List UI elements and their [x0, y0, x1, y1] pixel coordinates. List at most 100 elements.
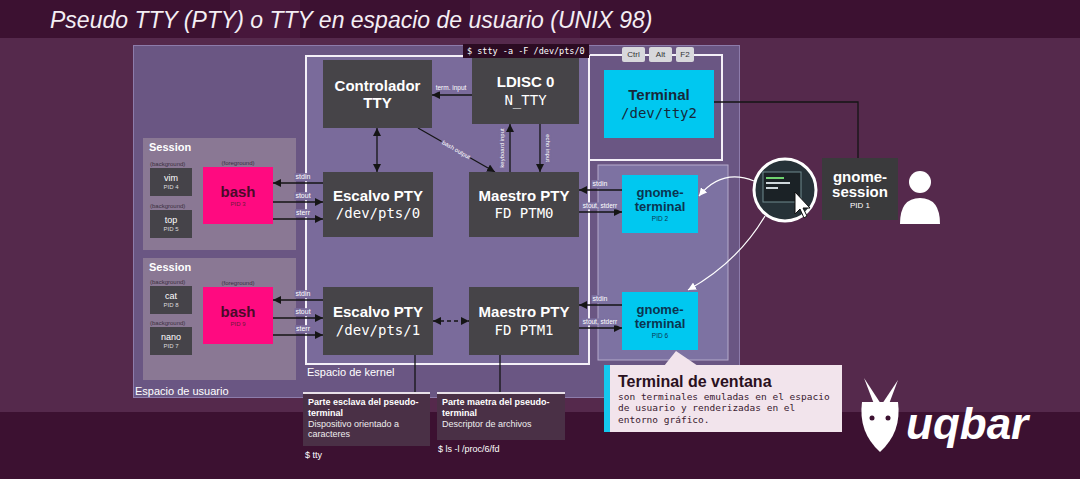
edge-label: keyboard input — [499, 127, 506, 168]
node-text: F2 — [680, 50, 689, 59]
terminal-box: Terminal/dev/tty2 — [604, 70, 714, 138]
node-text: Espacio de usuario — [135, 385, 229, 397]
node-text: Maestro PTY — [479, 303, 570, 320]
node-text: vim — [164, 174, 178, 184]
note-box: Parte maetra del pseudo-terminalDescript… — [437, 392, 565, 440]
node-text: bash — [220, 184, 255, 201]
note-box: Parte esclava del pseudo-terminalDisposi… — [303, 392, 430, 446]
node-text: PID 5 — [163, 226, 178, 232]
logo-head — [861, 402, 898, 452]
edge-label: term. input — [435, 84, 468, 91]
node-text: (background) — [150, 203, 185, 209]
shell-box: (foreground)bashPID 3 — [203, 167, 273, 224]
key-cap: Ctrl — [622, 47, 645, 62]
node-text: (background) — [150, 279, 185, 285]
process-box: (background)nanoPID 7 — [150, 327, 192, 355]
edge-label: stdin — [592, 295, 609, 303]
session-group: Session(background)vimPID 4(background)t… — [143, 138, 296, 250]
screen-line — [766, 187, 778, 189]
screen-line — [766, 177, 784, 179]
node-text: Terminal — [628, 86, 689, 103]
node-text: PID 8 — [163, 302, 178, 308]
node-text: Espacio de kernel — [307, 366, 394, 378]
pty-master-box: Maestro PTYFD PTM0 — [469, 172, 579, 237]
node-text: Terminal de ventana — [618, 372, 772, 391]
node-text: gnome-terminal — [625, 303, 695, 330]
node-text: Dispositivo orientado a caracteres — [308, 419, 425, 441]
node-text: gnome-terminal — [625, 186, 695, 213]
pty-slave-box: Escalvo PTY/dev/pts/1 — [323, 287, 433, 355]
command-text: $ ls -l /proc/6/fd — [438, 444, 500, 454]
mouse-cursor — [795, 192, 810, 218]
process-box: (background)catPID 8 — [150, 286, 192, 314]
node-text: PID 7 — [163, 343, 178, 349]
key-cap: F2 — [676, 47, 694, 62]
node-text: (background) — [150, 320, 185, 326]
node-text: FD PTM0 — [494, 204, 553, 222]
user-space-region: Espacio de usuarioSession(background)vim… — [133, 45, 740, 398]
edge-label: echo input — [545, 133, 552, 163]
node-text: PID 6 — [652, 332, 668, 339]
node-text: nano — [161, 333, 181, 343]
logo-ear — [864, 378, 881, 404]
kernel-space-region: Espacio de kernelControlador TTYLDISC 0N… — [305, 55, 590, 365]
process-box: (background)vimPID 4 — [150, 168, 192, 196]
edge-label: stout — [294, 308, 311, 316]
node-text: /dev/tty2 — [621, 104, 697, 122]
node-text: /dev/pts/1 — [336, 321, 420, 339]
logo-ear — [882, 380, 898, 404]
terminal-emulator-box: gnome-terminalPID 6 — [622, 292, 698, 350]
node-text: FD PTM1 — [494, 321, 553, 339]
node-text: Controlador TTY — [327, 77, 428, 112]
screen-icon — [754, 159, 816, 221]
user-icon-head — [909, 171, 931, 193]
node-text: bash — [220, 304, 255, 321]
edge-label: stdin — [295, 290, 312, 298]
node-text: N_TTY — [504, 91, 546, 109]
node-text: Escalvo PTY — [333, 303, 423, 320]
pty-slave-box: Escalvo PTY/dev/pts/0 — [323, 172, 433, 237]
session-process-box: gnome-sessionPID 1 — [822, 158, 898, 220]
key-cap: Alt — [649, 47, 672, 62]
logo-eye — [886, 416, 891, 421]
process-box: (background)topPID 5 — [150, 210, 192, 238]
edge-label: stout — [294, 192, 311, 200]
node-text: PID 1 — [850, 201, 870, 210]
node-text: son terminales emuladas en el espacio de… — [618, 391, 834, 425]
node-text: Session — [149, 141, 191, 153]
node-text: PID 3 — [230, 201, 245, 207]
command-text: $ tty — [305, 450, 322, 460]
diagram-title: Pseudo TTY (PTY) o TTY en espacio de usu… — [50, 7, 653, 34]
node-text: PID 4 — [163, 184, 178, 190]
edge-label: sterr — [295, 325, 311, 333]
command-tag: $ stty -a -F /dev/pts/0 — [463, 44, 589, 58]
node-text: PID 2 — [652, 215, 668, 222]
node-text: /dev/pts/0 — [336, 204, 420, 222]
node-text: PID 9 — [230, 321, 245, 327]
pty-master-box: Maestro PTYFD PTM1 — [469, 287, 579, 355]
terminal-emulator-box: gnome-terminalPID 2 — [622, 175, 698, 233]
edge-label: stdin — [592, 180, 609, 188]
node-text: cat — [165, 292, 177, 302]
line-discipline-box: LDISC 0N_TTY — [472, 58, 579, 124]
node-text: top — [165, 216, 178, 226]
edge-label: stdin — [295, 173, 312, 181]
driver-box: Controlador TTY — [323, 60, 432, 128]
node-text: (foreground) — [221, 280, 254, 286]
node-text: Alt — [656, 50, 665, 59]
node-text: gnome-session — [825, 169, 895, 199]
node-text: Escalvo PTY — [333, 187, 423, 204]
screen-window — [763, 172, 801, 202]
node-text: Descriptor de archivos — [442, 419, 532, 430]
watermark: uqbar — [906, 402, 1028, 446]
session-group: Session(background)catPID 8(background)n… — [143, 258, 296, 380]
logo-eye — [870, 416, 875, 421]
node-text: Ctrl — [627, 50, 639, 59]
node-text: Session — [149, 261, 191, 273]
node-text: Maestro PTY — [479, 187, 570, 204]
edge-label: stout, stderr — [582, 318, 618, 325]
node-text: LDISC 0 — [497, 73, 555, 90]
node-text: (background) — [150, 161, 185, 167]
edge-label: stout, stderr — [582, 202, 618, 209]
middle-band — [0, 38, 1080, 412]
